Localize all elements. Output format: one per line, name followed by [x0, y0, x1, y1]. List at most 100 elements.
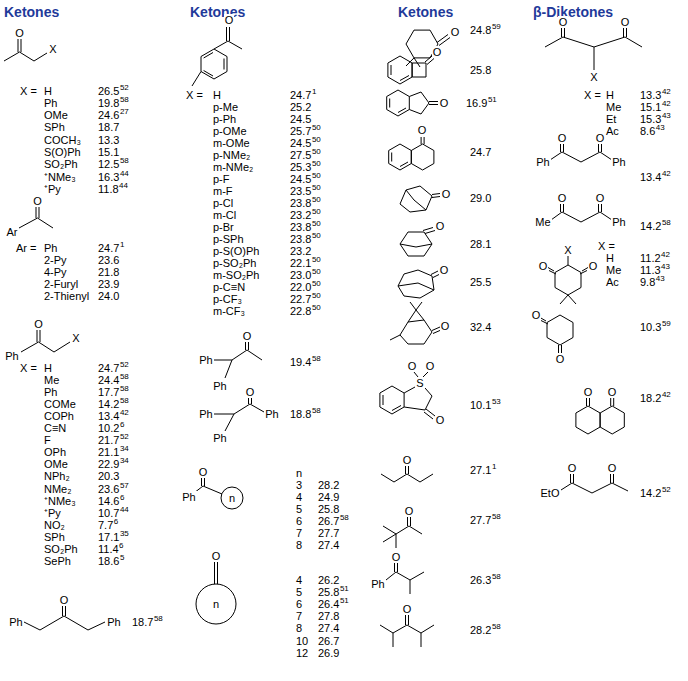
atom-label: O	[588, 260, 599, 272]
reference-number: 42	[662, 169, 671, 178]
table-cell: p-F	[213, 173, 230, 186]
table-cell: 25.8	[318, 503, 339, 516]
table-cell: X =	[20, 85, 37, 98]
table-cell: m-NMe₂	[213, 161, 253, 174]
table-cell: COMe	[44, 398, 76, 411]
table-cell: ⁺NMe₃	[44, 171, 76, 184]
table-cell: 26.3	[470, 574, 491, 587]
atom-label: O	[211, 550, 222, 562]
table-cell: SO₂Ph	[44, 543, 78, 556]
table-cell: 22.8	[290, 305, 311, 318]
table-cell: 14.6	[98, 495, 119, 508]
table-cell: 23.9	[98, 278, 119, 291]
reference-number: 58	[312, 354, 321, 363]
table-cell: 3	[296, 479, 302, 492]
atom-label: O	[595, 192, 606, 204]
atom-label: O	[224, 14, 235, 26]
table-cell: 15.1	[640, 101, 661, 114]
atom-label: O	[432, 46, 443, 58]
table-cell: 23.0	[290, 269, 311, 282]
table-cell: H	[606, 89, 614, 102]
table-cell: 27.7	[470, 514, 491, 527]
table-cell: 5	[296, 586, 302, 599]
table-cell: 16.3	[98, 171, 119, 184]
table-cell: 2-Furyl	[44, 278, 78, 291]
table-cell: Me	[44, 374, 59, 387]
table-cell: 17.7	[98, 386, 119, 399]
table-cell: Et	[606, 113, 616, 126]
reference-number: 1	[120, 240, 124, 249]
table-cell: 24.9	[318, 491, 339, 504]
table-cell: 18.7	[98, 121, 119, 134]
reference-number: 42	[662, 87, 671, 96]
table-cell: SePh	[44, 555, 71, 568]
table-cell: OPh	[44, 446, 66, 459]
reference-number: 50	[312, 195, 321, 204]
reference-number: 52	[120, 432, 129, 441]
table-cell: Me	[606, 101, 621, 114]
table-cell: 28.1	[470, 238, 491, 251]
atom-label: O	[441, 188, 452, 200]
table-cell: F	[44, 434, 51, 447]
reference-number: 50	[312, 267, 321, 276]
reference-number: 42	[662, 390, 671, 399]
table-cell: 23.2	[290, 209, 311, 222]
table-cell: NO₂	[44, 519, 65, 532]
atom-label: X	[48, 43, 57, 55]
section-heading: Ketones	[190, 4, 245, 21]
reference-number: 51	[488, 95, 497, 104]
table-cell: Ph	[44, 386, 57, 399]
section-heading: Ketones	[4, 4, 59, 21]
table-cell: 20.3	[98, 470, 119, 483]
table-cell: 2-Py	[44, 254, 67, 267]
table-cell: 24.5	[290, 113, 311, 126]
table-cell: 25.3	[290, 161, 311, 174]
reference-number: 50	[312, 279, 321, 288]
atom-label: Ph	[198, 408, 213, 420]
reference-number: 57	[120, 481, 129, 490]
reference-number: 50	[312, 123, 321, 132]
table-cell: 26.7	[318, 635, 339, 648]
table-cell: H	[44, 85, 52, 98]
reference-number: 34	[120, 456, 129, 465]
reference-number: 51	[340, 596, 349, 605]
table-cell: 8	[296, 539, 302, 552]
table-cell: 18.7	[132, 616, 153, 629]
table-cell: 14.2	[640, 487, 661, 500]
table-cell: Ph	[44, 97, 57, 110]
table-cell: H	[213, 89, 221, 102]
table-cell: 24.5	[290, 137, 311, 150]
reference-number: 43	[656, 274, 665, 283]
table-cell: Ph	[44, 242, 57, 255]
reference-number: 50	[312, 303, 321, 312]
table-cell: SPh	[44, 531, 65, 544]
atom-label: X	[71, 332, 80, 344]
reference-number: 5	[120, 553, 124, 562]
table-cell: 11.8	[98, 183, 119, 196]
table-cell: 22.7	[290, 293, 311, 306]
table-cell: H	[606, 252, 614, 265]
reference-number: 50	[312, 159, 321, 168]
table-cell: S(O)Ph	[44, 146, 81, 159]
reference-number: 35	[120, 529, 129, 538]
table-cell: 5	[296, 503, 302, 516]
table-cell: p-Ph	[213, 113, 236, 126]
reference-number: 58	[340, 513, 349, 522]
table-cell: NPh₂	[44, 470, 70, 483]
table-cell: 24.7	[98, 242, 119, 255]
table-cell: 18.2	[640, 392, 661, 405]
table-cell: p-OMe	[213, 125, 247, 138]
table-cell: X =	[584, 89, 601, 102]
table-cell: 18.6	[98, 555, 119, 568]
table-cell: C≡N	[44, 422, 66, 435]
atom-label: O	[402, 454, 413, 466]
table-cell: X =	[186, 89, 203, 102]
reference-number: 42	[661, 250, 670, 259]
reference-number: 6	[120, 420, 124, 429]
table-cell: 26.9	[318, 647, 339, 660]
table-cell: 9.8	[640, 276, 655, 289]
reference-number: 58	[120, 95, 129, 104]
table-cell: m-F	[213, 185, 233, 198]
atom-label: O	[425, 360, 436, 372]
table-cell: 24.0	[98, 290, 119, 303]
